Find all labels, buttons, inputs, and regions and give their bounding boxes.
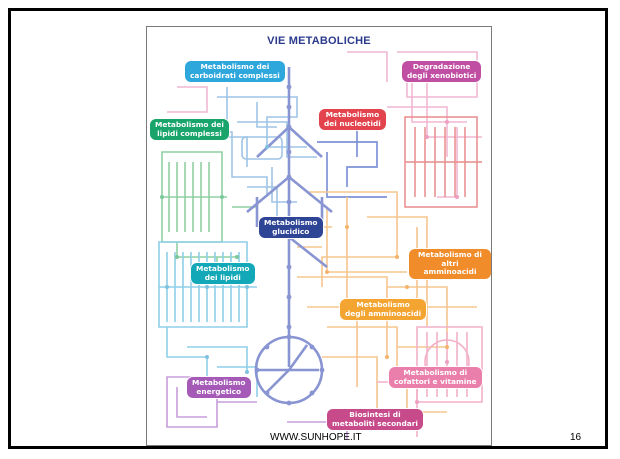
figure-title: VIE METABOLICHE (267, 35, 371, 47)
label-carboidrati-complessi: Metabolismo dei carboidrati complessi (185, 61, 285, 83)
label-text: Metabolismo dei carboidrati complessi (190, 62, 280, 80)
label-text: Metabolismo di cofattori e vitamine (394, 368, 477, 386)
label-text: Degradazione degli xenobiotici (407, 62, 477, 80)
label-text: Metabolismo dei lipidi complessi (155, 120, 224, 138)
label-text: Metabolismo dei lipidi (196, 264, 250, 282)
label-altri-amminoacidi: Metabolismo di altri amminoacidi (409, 249, 491, 279)
label-lipidi-complessi: Metabolismo dei lipidi complessi (150, 119, 229, 141)
label-amminoacidi: Metabolismo degli amminoacidi (340, 299, 427, 321)
label-xenobiotici: Degradazione degli xenobiotici (402, 61, 482, 83)
metabolic-pathways-figure: VIE METABOLICHE Metabolismo dei carboidr… (146, 26, 492, 446)
label-nucleotidi: Metabolismo dei nucleotidi (319, 109, 386, 131)
label-text: Metabolismo degli amminoacidi (345, 300, 422, 318)
label-text: Metabolismo energetico (192, 378, 246, 396)
label-cofattori-vitamine: Metabolismo di cofattori e vitamine (389, 367, 482, 389)
label-text: Metabolismo di altri amminoacidi (418, 250, 482, 277)
footer-site: WWW.SUNHOPE.IT (270, 432, 362, 443)
label-biosintesi-metaboliti: Biosintesi di metaboliti secondari (327, 409, 423, 431)
page-number: 16 (570, 432, 582, 443)
label-text: Metabolismo dei nucleotidi (324, 110, 381, 128)
label-text: Metabolismo glucidico (264, 218, 318, 236)
label-glucidico: Metabolismo glucidico (259, 217, 323, 239)
label-text: Biosintesi di metaboliti secondari (332, 410, 418, 428)
label-lipidi: Metabolismo dei lipidi (191, 263, 255, 285)
label-energetico: Metabolismo energetico (187, 377, 251, 399)
